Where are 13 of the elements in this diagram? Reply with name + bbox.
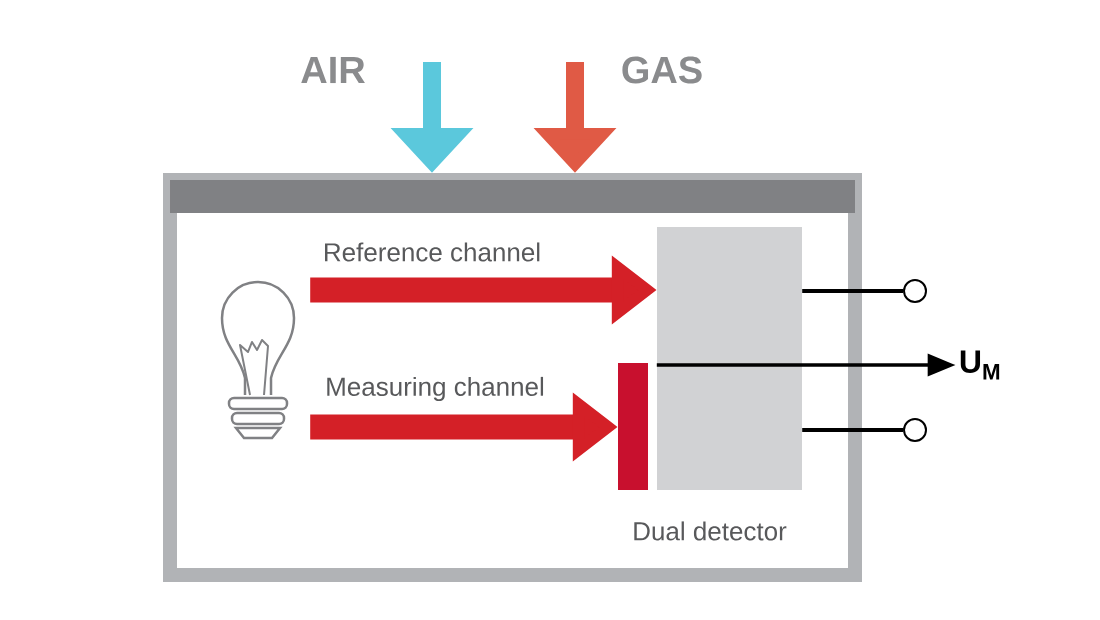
edge-label: AIR [301, 56, 365, 84]
terminal-circle [903, 279, 927, 303]
connection-line [802, 289, 903, 293]
lamp-drawing [220, 280, 296, 440]
edge-label: Reference channel [325, 242, 540, 262]
detector-box: Dual detector [634, 227, 802, 541]
node-label: Dual detector [634, 521, 787, 541]
terminal-circle [903, 418, 927, 442]
edge-label: GAS [622, 56, 702, 84]
connection-line [802, 428, 903, 432]
output-label: U$_{M}$ [960, 350, 1000, 380]
edge-label: Measuring channel [327, 376, 544, 402]
optical-filter [618, 363, 648, 490]
